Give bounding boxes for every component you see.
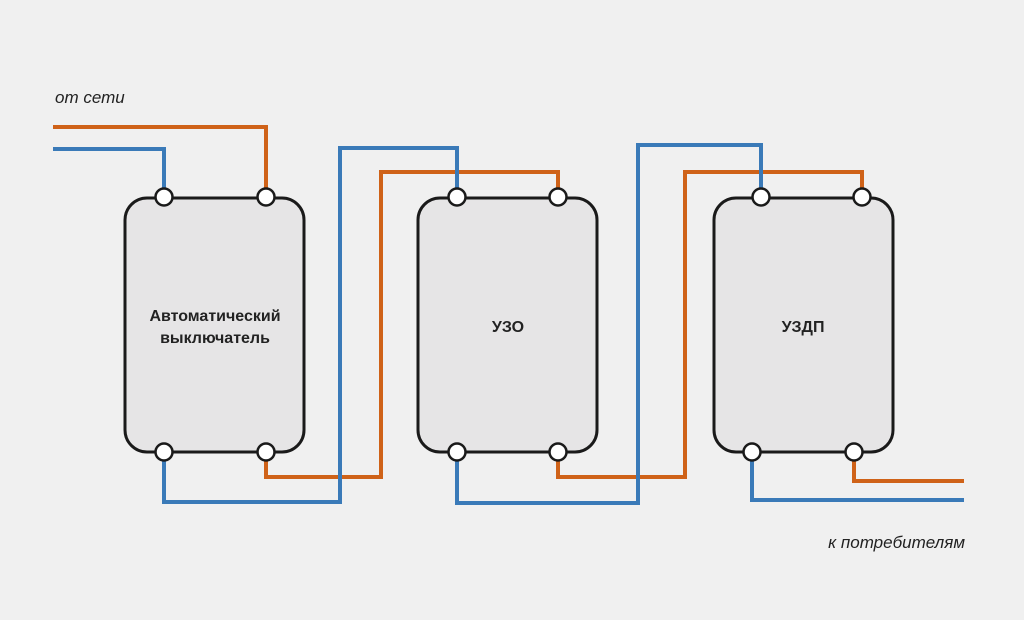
circuit-breaker-box [123,196,306,454]
wires [53,125,964,505]
terminal [548,187,568,207]
input-label: от сети [55,88,125,107]
neutral-wire-breaker-to-rcd [162,146,459,504]
terminal [154,442,174,462]
circuit-breaker-label-line1: Автоматический [149,308,280,325]
output-label: к потребителям [828,533,965,552]
phase-wire-input [53,125,268,197]
neutral-wire-rcd-to-afdd [455,143,763,505]
circuit-breaker-label-line2: выключатель [160,330,270,347]
terminal [256,187,276,207]
phase-wire-breaker-to-rcd [264,170,560,479]
terminal [751,187,771,207]
terminal [154,187,174,207]
terminal [742,442,762,462]
neutral-wire-output [750,452,964,502]
phase-wire-rcd-to-afdd [556,170,864,479]
terminal [548,442,568,462]
terminal [844,442,864,462]
terminal [256,442,276,462]
rcd-label: УЗО [492,319,524,336]
neutral-wire-input [53,147,166,197]
afdd-box [712,196,895,454]
terminals [154,187,872,462]
terminal [852,187,872,207]
afdd-label: УЗДП [782,319,825,336]
terminal [447,442,467,462]
rcd-box [416,196,599,454]
terminal [447,187,467,207]
phase-wire-output [852,452,964,483]
